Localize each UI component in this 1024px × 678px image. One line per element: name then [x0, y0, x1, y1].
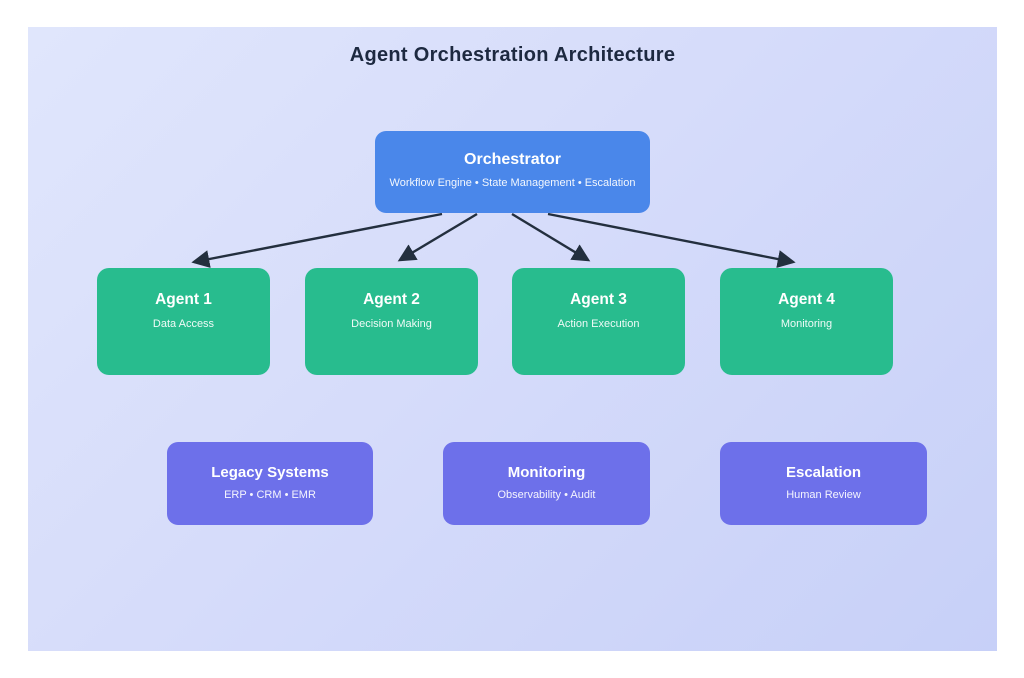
agent-2-node-title: Agent 2 — [363, 291, 420, 308]
agent-3-node: Agent 3 Action Execution — [512, 268, 685, 375]
agent-1-node-subtitle: Data Access — [152, 317, 215, 330]
legacy-systems-node-subtitle: ERP • CRM • EMR — [224, 489, 316, 501]
legacy-systems-node-title: Legacy Systems — [211, 464, 329, 481]
agent-3-node-subtitle: Action Execution — [557, 317, 640, 330]
agent-2-node-subtitle: Decision Making — [351, 317, 432, 330]
orchestrator-node-title: Orchestrator — [464, 151, 561, 168]
agent-3-node-title: Agent 3 — [570, 291, 627, 308]
monitoring-node-title: Monitoring — [507, 464, 586, 481]
agent-4-node-title: Agent 4 — [778, 291, 835, 308]
agent-4-node-subtitle: Monitoring — [780, 317, 833, 330]
monitoring-node: Monitoring Observability • Audit — [443, 442, 650, 525]
orchestrator-node-subtitle: Workflow Engine • State Management • Esc… — [389, 177, 636, 189]
agent-1-node-title: Agent 1 — [155, 291, 212, 308]
agent-1-node: Agent 1 Data Access — [97, 268, 270, 375]
escalation-node-subtitle: Human Review — [786, 489, 861, 501]
escalation-node-title: Escalation — [785, 464, 862, 481]
agent-4-node: Agent 4 Monitoring — [720, 268, 893, 375]
legacy-systems-node: Legacy Systems ERP • CRM • EMR — [167, 442, 373, 525]
escalation-node: Escalation Human Review — [720, 442, 927, 525]
agent-2-node: Agent 2 Decision Making — [305, 268, 478, 375]
monitoring-node-subtitle: Observability • Audit — [497, 489, 596, 501]
diagram-title: Agent Orchestration Architecture — [349, 44, 676, 66]
orchestrator-node: Orchestrator Workflow Engine • State Man… — [375, 131, 650, 213]
